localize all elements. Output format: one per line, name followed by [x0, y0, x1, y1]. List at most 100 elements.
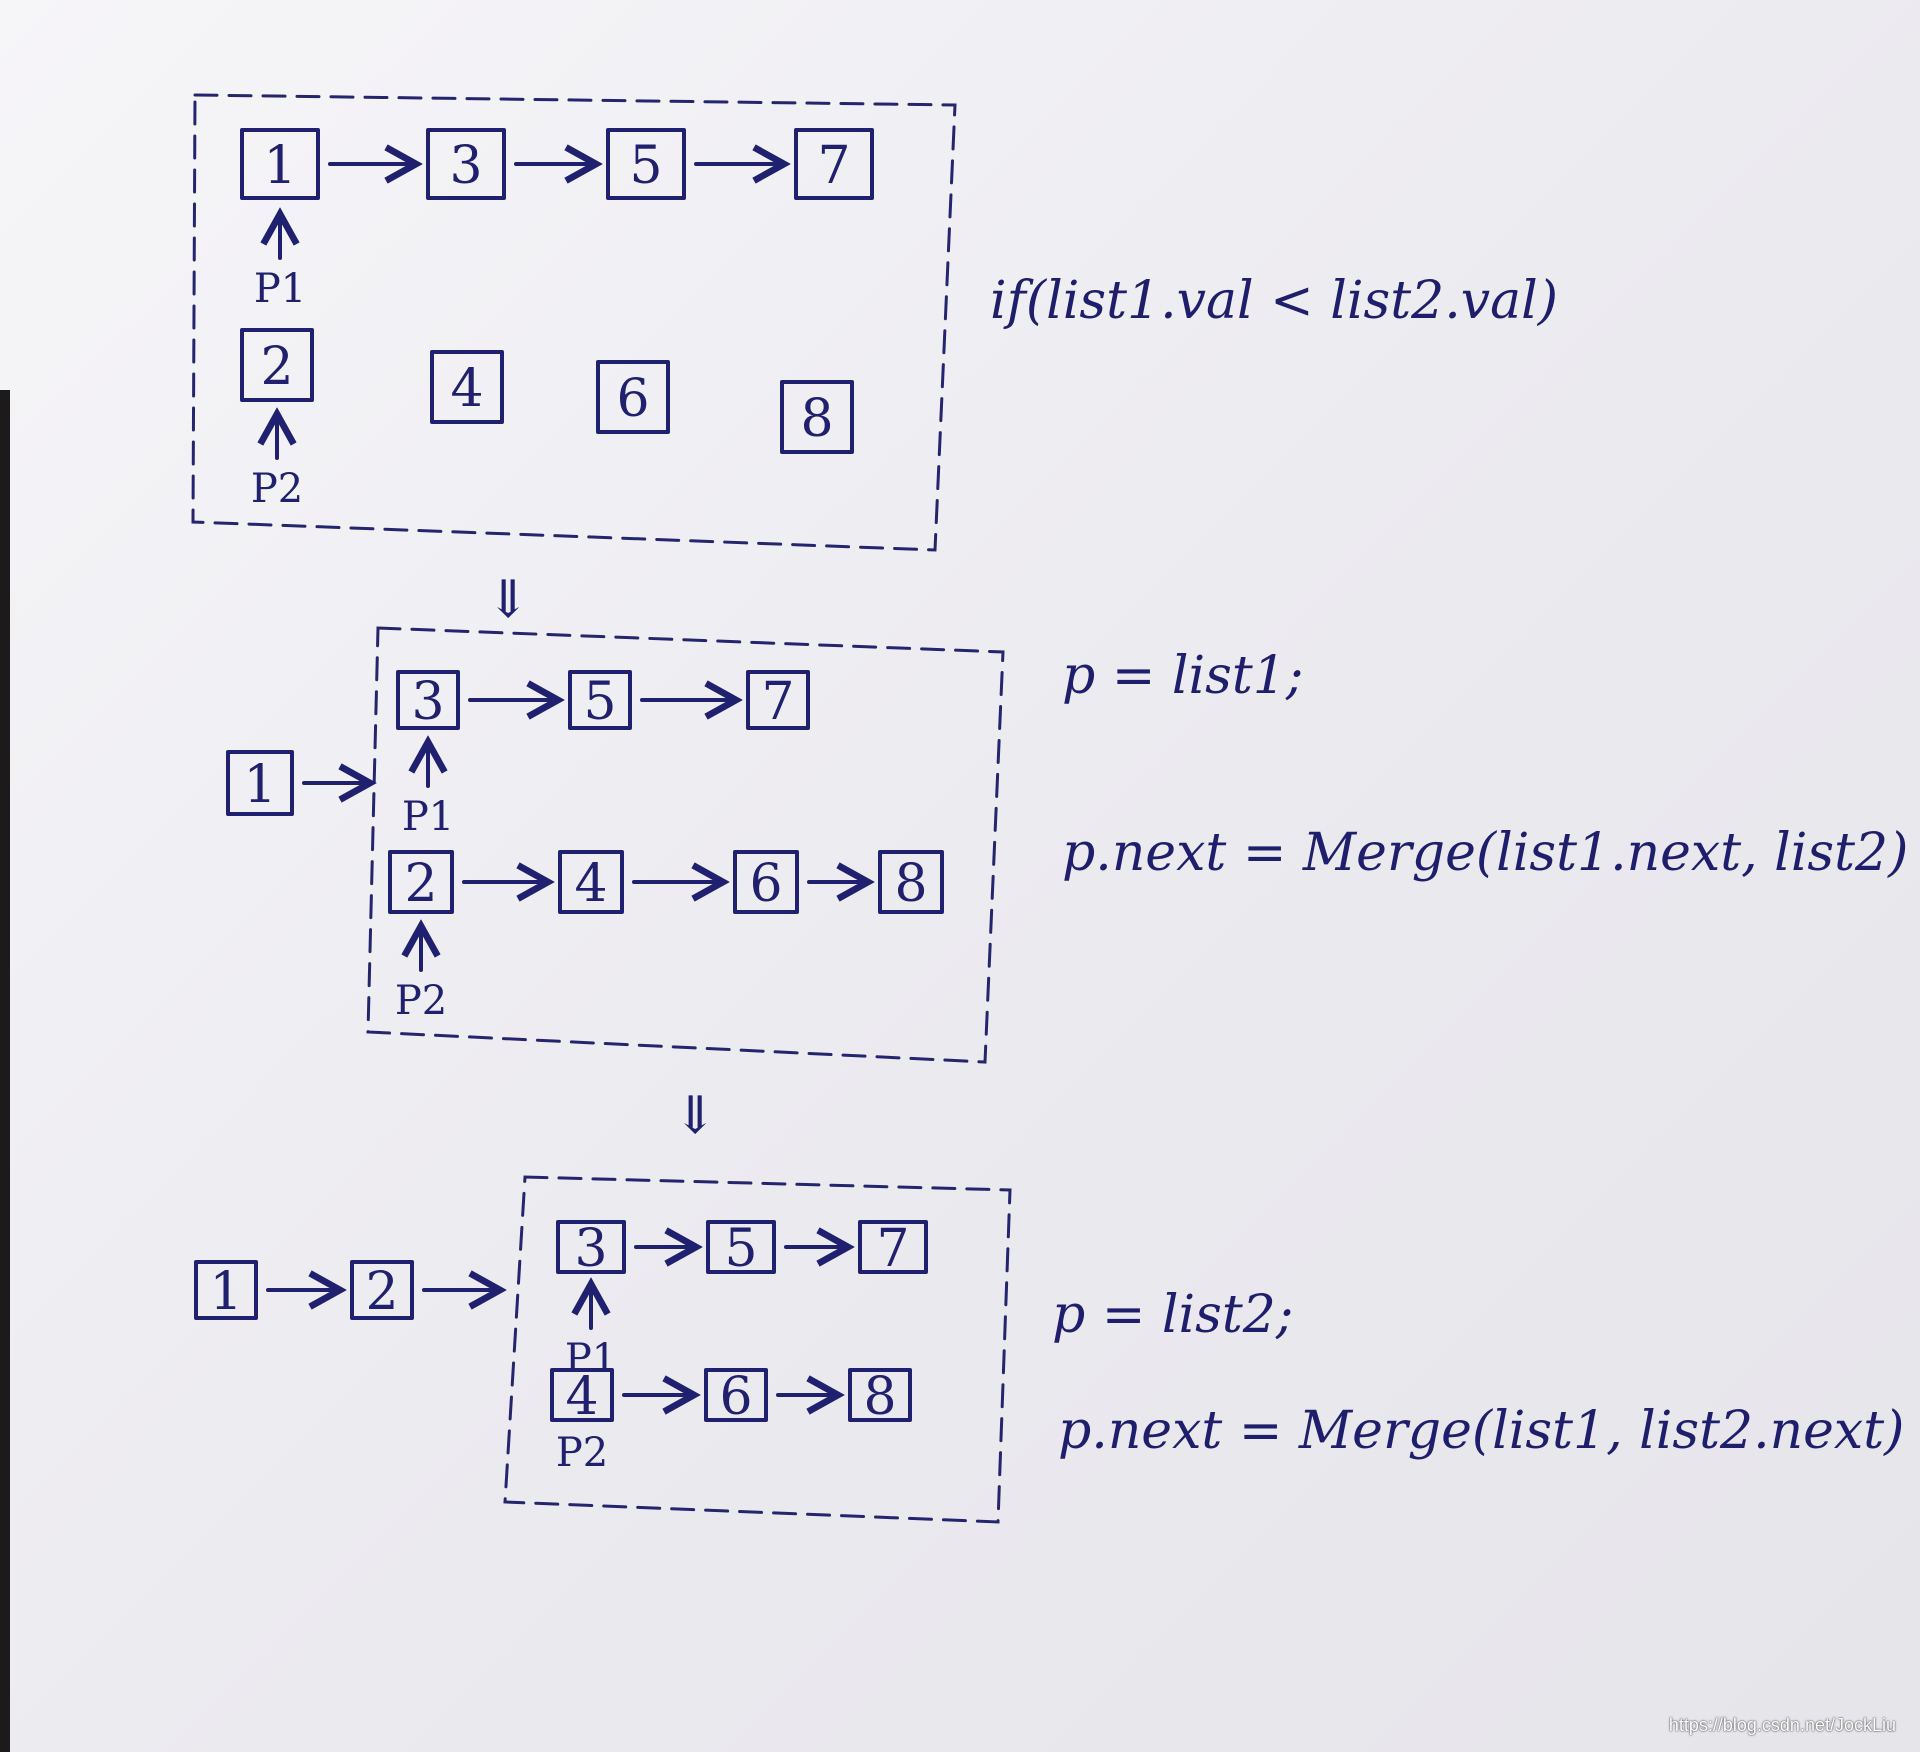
stage1-list2-node-1-box: [430, 350, 504, 424]
stage2-prefix-node-0-label: 1: [243, 755, 276, 815]
stage1-list2-node-3-label: 8: [800, 389, 833, 449]
stage1-p1-pointer-label: P1: [254, 266, 306, 312]
stage2-list2-node-1: 4: [558, 850, 624, 914]
stage3-list2-node-2-label: 8: [863, 1367, 896, 1427]
stage1-list2-node-3-box: [780, 380, 854, 454]
stage3-list1-node-2: 7: [858, 1219, 928, 1279]
stage1-frame: [191, 93, 957, 552]
stage3-list2-node-0-label: 4: [565, 1367, 598, 1427]
stage1-list1-node-2-box: [606, 128, 686, 200]
stage3-list2-node-1: 6: [704, 1367, 768, 1427]
stage2-list1-node-2-box: [746, 670, 810, 730]
stage1-p2-pointer: P2: [251, 414, 303, 512]
stage1-list2-node-0: 2: [240, 328, 314, 402]
stage3-list2-node-1-label: 6: [719, 1367, 752, 1427]
case1-assign-text: p = list1;: [1062, 646, 1303, 706]
watermark: https://blog.csdn.net/JockLiu: [1668, 1715, 1896, 1735]
stage3-list1-node-0-box: [556, 1220, 626, 1274]
stage3-frame: [503, 1175, 1012, 1524]
stage1-list1-node-0-label: 1: [263, 136, 296, 196]
stage1-list2-node-0-box: [240, 328, 314, 402]
stage2-list1-node-1-box: [568, 670, 632, 730]
stage1-list2-node-3: 8: [780, 380, 854, 454]
stage1-list2-node-2-label: 6: [616, 369, 649, 429]
stage3-prefix-node-1: 2: [350, 1260, 414, 1322]
stage3-prefix-node-0: 1: [194, 1260, 258, 1322]
stage2-list2-node-3-label: 8: [894, 854, 927, 914]
stage3-prefix-node-1-box: [350, 1260, 414, 1320]
stage1-list1-node-3-box: [794, 128, 874, 200]
stage2-list2-node-1-label: 4: [574, 854, 607, 914]
stage2-list2-node-0-label: 2: [404, 854, 437, 914]
stage3-p2-label: P2: [556, 1430, 608, 1476]
stage1-list2-node-1: 4: [430, 350, 504, 424]
stage1-list1-node-0-box: [240, 128, 320, 200]
stage3-list1-node-2-box: [858, 1220, 928, 1274]
stage1-p1-pointer: P1: [254, 214, 306, 312]
case1-next-text: p.next = Merge(list1.next, list2): [1062, 823, 1908, 883]
stage1-list1-node-1-label: 3: [449, 136, 482, 196]
stage3-p1-pointer: P1: [565, 1284, 617, 1382]
stage3-list1-node-0: 3: [556, 1219, 626, 1279]
stage3-list2-node-2: 8: [848, 1367, 912, 1427]
down-arrow-2: ⇓: [673, 1086, 717, 1146]
stage2-prefix-node-0-box: [226, 750, 294, 816]
stage3-list1-node-0-label: 3: [574, 1219, 607, 1279]
photo-edge-shadow: [0, 390, 10, 1752]
stage3-list1-node-2-label: 7: [876, 1219, 909, 1279]
stage2-list1-node-1-label: 5: [583, 672, 616, 732]
stage2-list2-node-1-box: [558, 850, 624, 914]
stage3-prefix-node-0-box: [194, 1260, 258, 1320]
stage2-list2-node-3: 8: [878, 850, 944, 914]
stage2-list2-node-2-label: 6: [749, 854, 782, 914]
stage1-list1-node-3: 7: [794, 128, 874, 200]
arrow-layer: [266, 164, 868, 1395]
stage2-frame: [366, 626, 1005, 1064]
case2-next-text: p.next = Merge(list1, list2.next): [1058, 1401, 1904, 1461]
stage3-prefix-node-0-label: 1: [209, 1262, 242, 1322]
stage3-list1-node-1-label: 5: [724, 1219, 757, 1279]
stage1-list1-node-1-box: [426, 128, 506, 200]
stage3-list2-node-0-box: [550, 1368, 614, 1422]
down-arrow-1: ⇓: [486, 570, 530, 630]
stage2-list1-node-0-label: 3: [411, 672, 444, 732]
stage1-list1-node-2-label: 5: [629, 136, 662, 196]
stage2-p2-pointer: P2: [395, 926, 447, 1024]
stage3-prefix-node-1-label: 2: [365, 1262, 398, 1322]
stage3-list1-node-1: 5: [706, 1219, 776, 1279]
stage2-p1-pointer: P1: [402, 742, 454, 840]
stage1-list2-node-1-label: 4: [450, 359, 483, 419]
stage2-list1-node-1: 5: [568, 670, 632, 732]
stage2-list2-node-3-box: [878, 850, 944, 914]
stage2-list1-node-2-label: 7: [761, 672, 794, 732]
stage1-list2-node-2: 6: [596, 360, 670, 434]
stage3-list2-node-1-box: [704, 1368, 768, 1422]
stage2-prefix-node-0: 1: [226, 750, 294, 816]
stage1-list1-node-1: 3: [426, 128, 506, 200]
stage1-list1-node-3-label: 7: [817, 136, 850, 196]
stage3-list1-node-1-box: [706, 1220, 776, 1274]
stage2-list2-node-2-box: [733, 850, 799, 914]
stage3-list2-node-0: 4: [550, 1367, 614, 1427]
stage3-p1-pointer-label: P1: [565, 1336, 617, 1382]
stage1-list1-node-2: 5: [606, 128, 686, 200]
stage3-list2-node-2-box: [848, 1368, 912, 1422]
stage1-list2-node-0-label: 2: [260, 337, 293, 397]
condition-text: if(list1.val < list2.val): [990, 271, 1558, 331]
stage2-list2-node-0: 2: [388, 850, 454, 914]
case2-assign-text: p = list2;: [1052, 1285, 1293, 1345]
stage2-p2-pointer-label: P2: [395, 978, 447, 1024]
stage2-p1-pointer-label: P1: [402, 794, 454, 840]
stage1-p2-pointer-label: P2: [251, 466, 303, 512]
stage2-list1-node-0: 3: [396, 670, 460, 732]
stage2-list2-node-0-box: [388, 850, 454, 914]
stage2-list1-node-0-box: [396, 670, 460, 730]
node-layer: 1 3 5 7 2 4 6 8 1 3 5 7 2 4 6 8 1 2 3 5 7 4 6 8: [194, 128, 944, 1427]
stage1-list1-node-0: 1: [240, 128, 320, 200]
stage2-list1-node-2: 7: [746, 670, 810, 732]
stage1-list2-node-2-box: [596, 360, 670, 434]
stage2-list2-node-2: 6: [733, 850, 799, 914]
